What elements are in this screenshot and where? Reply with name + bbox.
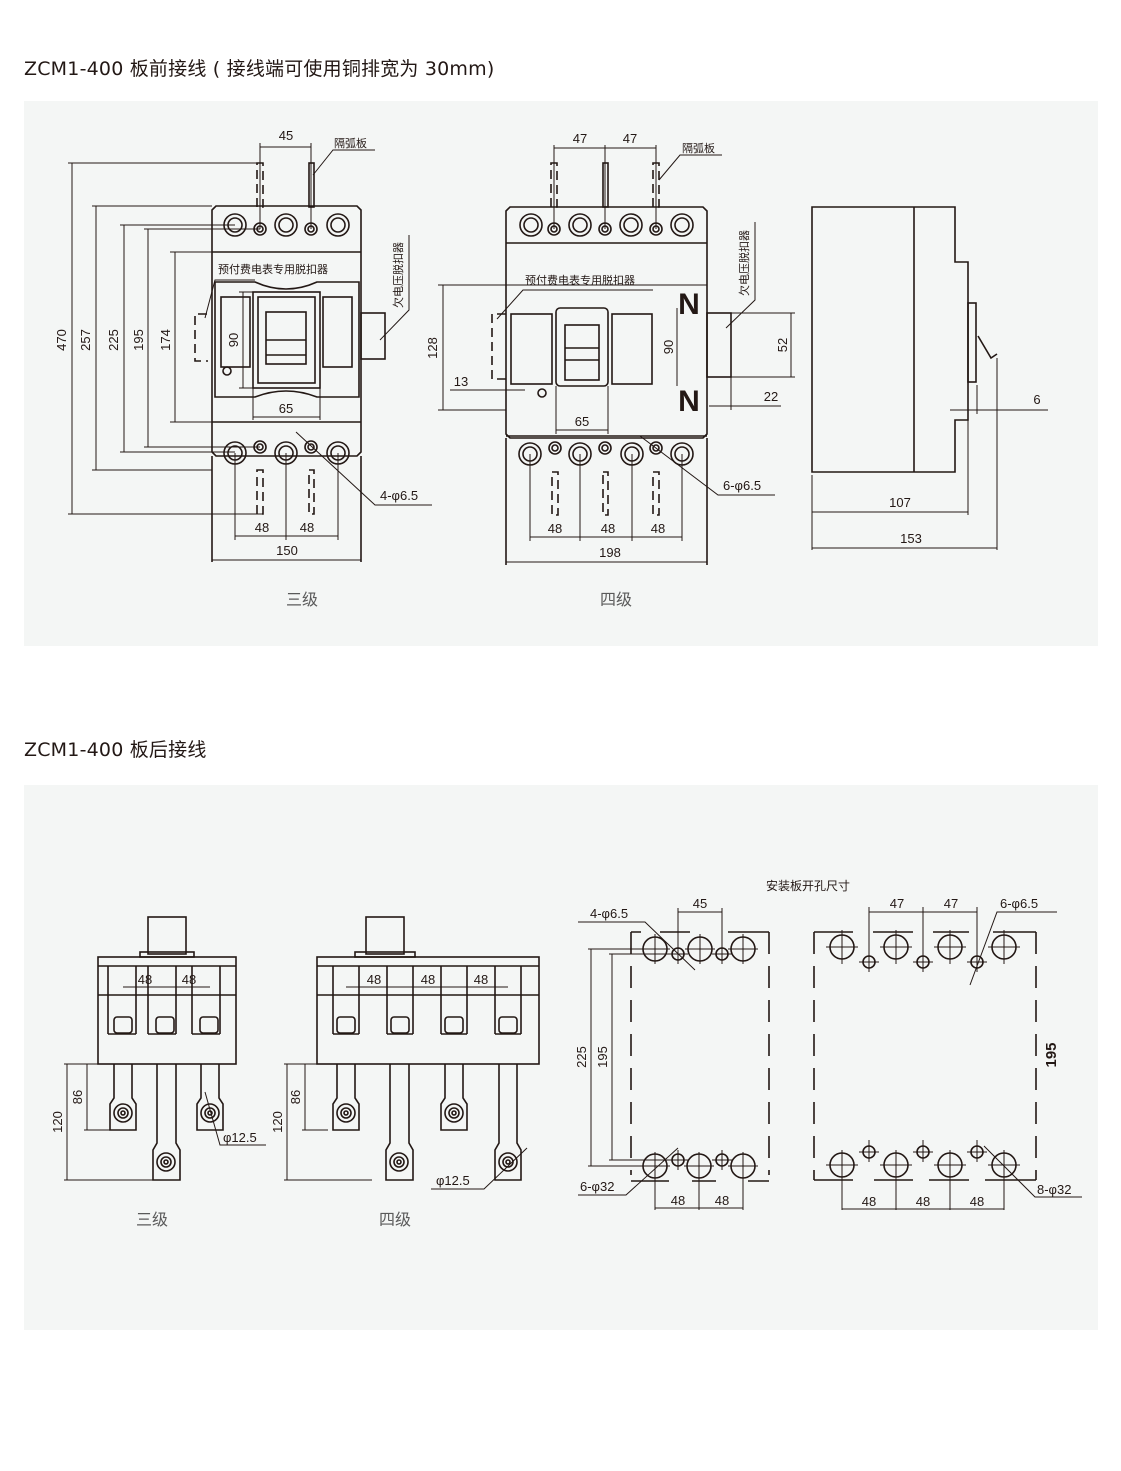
cutout-title: 安装板开孔尺寸 (766, 878, 850, 893)
arc-barrier-label: 隔弧板 (682, 141, 715, 155)
small-holes-6-phi6-5: 6-φ6.5 (1000, 896, 1038, 911)
dim-47-a: 47 (890, 896, 904, 911)
dim-195: 195 (595, 1046, 610, 1068)
front-wiring-drawing: 45 隔弧板 470 257 225 195 174 90 65 (54, 128, 1048, 609)
three-pole-caption: 三级 (136, 1210, 168, 1229)
dim-47-b: 47 (623, 131, 637, 146)
dim-107: 107 (889, 495, 911, 510)
rear-wiring-panel: 48 48 86 120 φ12.5 三级 (24, 785, 1098, 1330)
side-view: 6 107 153 (811, 206, 1048, 550)
dim-195: 195 (1043, 1042, 1060, 1067)
large-holes-8-phi32: 8-φ32 (1037, 1182, 1071, 1197)
dim-90: 90 (226, 333, 241, 347)
dim-65: 65 (575, 414, 589, 429)
large-holes-6-phi32: 6-φ32 (580, 1179, 614, 1194)
four-pole-front-view: N N 47 47 隔弧板 (425, 131, 795, 609)
arc-barrier-label: 隔弧板 (334, 136, 367, 150)
dim-48-b: 48 (916, 1194, 930, 1209)
dim-225: 225 (106, 329, 121, 351)
dim-45: 45 (279, 128, 293, 143)
dim-6: 6 (1033, 392, 1040, 407)
prepaid-trip-label: 预付费电表专用脱扣器 (525, 273, 635, 287)
side-body-outline (811, 206, 969, 473)
undervoltage-trip-box (360, 312, 386, 360)
dim-48-a: 48 (255, 520, 269, 535)
dim-48-a: 48 (367, 972, 381, 987)
dim-48-b: 48 (300, 520, 314, 535)
dim-128: 128 (425, 337, 440, 359)
dim-90: 90 (661, 340, 676, 354)
indicator-hole (222, 366, 232, 376)
rear-wiring-title: ZCM1-400 板后接线 (24, 739, 207, 761)
front-wiring-panel: 45 隔弧板 470 257 225 195 174 90 65 (24, 101, 1098, 646)
three-pole-caption: 三级 (286, 590, 318, 609)
dim-48-c: 48 (970, 1194, 984, 1209)
dim-48-b: 48 (715, 1193, 729, 1208)
terminal-top-3 (326, 213, 350, 237)
dim-48-a: 48 (862, 1194, 876, 1209)
holes-6-phi6-5: 6-φ6.5 (723, 478, 761, 493)
undervoltage-label: 欠电压脱扣器 (737, 230, 751, 296)
dim-86: 86 (70, 1090, 85, 1104)
dim-48-a: 48 (548, 521, 562, 536)
dim-47-a: 47 (573, 131, 587, 146)
breaker-body-outline (211, 205, 362, 457)
dim-48-c: 48 (651, 521, 665, 536)
neutral-marker-bottom: N (678, 385, 700, 418)
dim-48-b: 48 (182, 972, 196, 987)
dim-120: 120 (270, 1111, 285, 1133)
undervoltage-trip-box (706, 312, 732, 378)
three-pole-cutout: 45 4-φ6.5 225 195 6-φ32 48 48 (574, 896, 770, 1210)
dim-65: 65 (279, 401, 293, 416)
front-wiring-title: ZCM1-400 板前接线 ( 接线端可使用铜排宽为 30mm) (24, 58, 495, 80)
dim-48-b: 48 (601, 521, 615, 536)
dim-48-b: 48 (421, 972, 435, 987)
dim-198: 198 (599, 545, 621, 560)
dim-470: 470 (54, 329, 69, 351)
stud-phi12-5: φ12.5 (223, 1130, 257, 1145)
prepaid-trip-label: 预付费电表专用脱扣器 (218, 262, 328, 276)
dim-48-c: 48 (474, 972, 488, 987)
dim-48-a: 48 (138, 972, 152, 987)
four-pole-rear-view: 48 48 48 86 120 φ12.5 四级 (270, 916, 540, 1229)
four-pole-caption: 四级 (600, 590, 632, 609)
rear-wiring-drawing: 48 48 86 120 φ12.5 三级 (50, 878, 1082, 1229)
dim-174: 174 (158, 329, 173, 351)
four-pole-caption: 四级 (379, 1210, 411, 1229)
dim-48-a: 48 (671, 1193, 685, 1208)
terminal-top-2 (274, 213, 298, 237)
dim-257: 257 (78, 329, 93, 351)
dim-225: 225 (574, 1046, 589, 1068)
holes-4-phi6-5: 4-φ6.5 (380, 488, 418, 503)
dim-22: 22 (764, 389, 778, 404)
dim-153: 153 (900, 531, 922, 546)
undervoltage-label: 欠电压脱扣器 (391, 242, 405, 308)
dim-150: 150 (276, 543, 298, 558)
dim-45: 45 (693, 896, 707, 911)
three-pole-rear-view: 48 48 86 120 φ12.5 三级 (50, 916, 266, 1229)
dim-120: 120 (50, 1111, 65, 1133)
small-holes-4-phi6-5: 4-φ6.5 (590, 906, 628, 921)
dim-47-b: 47 (944, 896, 958, 911)
three-pole-front-view: 45 隔弧板 470 257 225 195 174 90 65 (54, 128, 432, 609)
neutral-marker-top: N (678, 288, 700, 321)
dim-13: 13 (454, 374, 468, 389)
four-pole-cutout: 47 47 6-φ6.5 195 8-φ32 48 48 48 (813, 896, 1082, 1210)
dim-195: 195 (131, 329, 146, 351)
dim-52: 52 (775, 338, 790, 352)
stud-phi12-5: φ12.5 (436, 1173, 470, 1188)
dim-86: 86 (288, 1090, 303, 1104)
